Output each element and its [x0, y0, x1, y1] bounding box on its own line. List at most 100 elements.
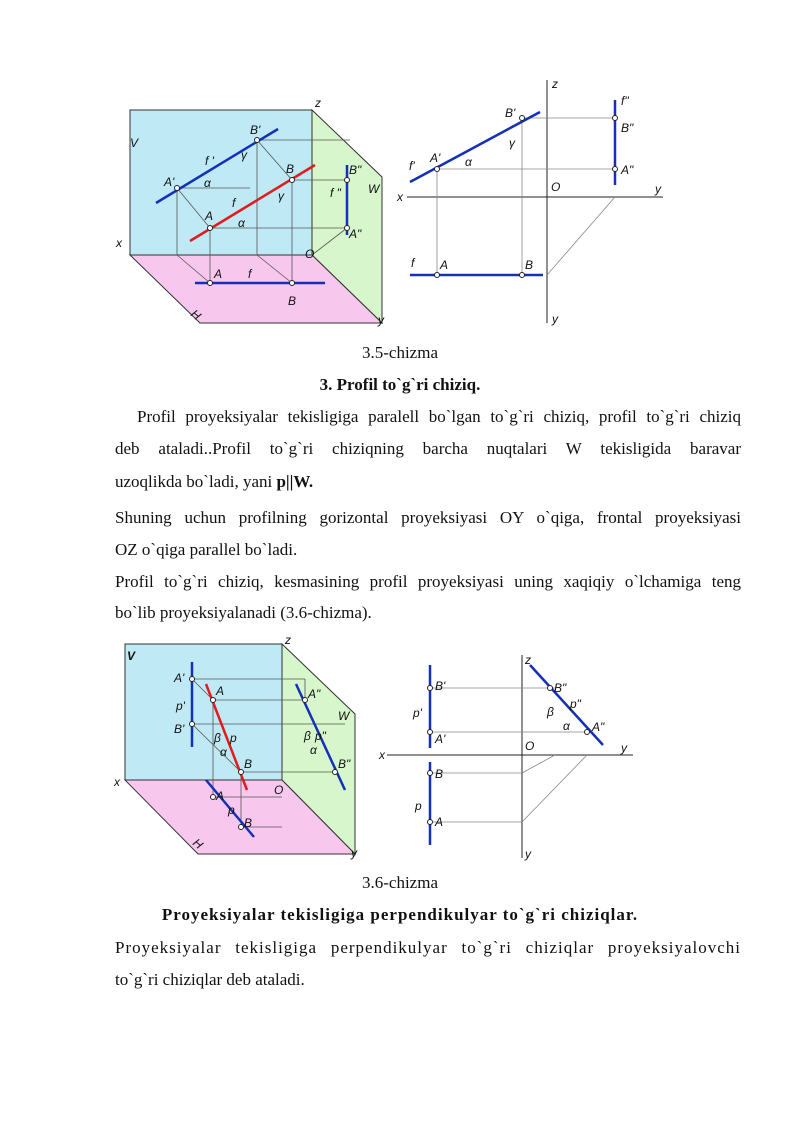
label: f'	[409, 159, 415, 173]
line-p-double	[529, 664, 604, 746]
label: A	[215, 684, 224, 698]
label: z	[314, 96, 321, 110]
label: A"	[348, 227, 362, 241]
line-p-horizontal	[205, 779, 255, 838]
label: f	[248, 267, 253, 281]
label: p	[229, 731, 237, 745]
label: W	[338, 709, 351, 723]
label: A	[204, 209, 213, 223]
label: B'	[250, 123, 261, 137]
label: B'	[505, 106, 516, 120]
label: p"	[569, 697, 582, 711]
label: β	[546, 705, 554, 719]
label: α	[310, 743, 318, 757]
paragraph-line: bo`lib proyeksiyalanadi (3.6-chizma).	[115, 603, 372, 622]
label: O	[305, 247, 314, 261]
label: W	[368, 182, 381, 196]
label: γ	[241, 148, 248, 162]
label: γ	[278, 189, 285, 203]
label: A'	[434, 732, 446, 746]
label: y	[377, 313, 385, 327]
label: α	[563, 719, 571, 733]
label: A	[439, 258, 448, 272]
label: y	[551, 312, 559, 326]
formula-p-parallel-w: p||W.	[276, 472, 314, 491]
label: V	[130, 136, 139, 150]
label: B"	[554, 681, 567, 695]
label: A'	[173, 671, 185, 685]
plane-h	[128, 254, 384, 324]
label: A'	[163, 175, 175, 189]
fig1-right-diagram: x z y y O A' B' B" A" A B f' f" f α γ	[396, 77, 663, 326]
paragraph-line: Proyeksiyalar tekisligiga perpendikulyar…	[115, 938, 741, 957]
label: O	[525, 739, 534, 753]
label: y	[524, 847, 532, 861]
label: p'	[175, 699, 186, 713]
plane-h	[123, 779, 357, 855]
section-heading: Proyeksiyalar tekisligiga perpendikulyar…	[161, 905, 639, 924]
label: γ	[509, 136, 516, 150]
label: β	[303, 729, 311, 743]
label: f"	[621, 94, 629, 108]
label: B	[525, 258, 533, 272]
label: β	[213, 731, 221, 745]
label: f	[232, 196, 237, 210]
label: B'	[435, 679, 446, 693]
paragraph-line: OZ o`qiga parallel bo`ladi.	[115, 540, 298, 559]
label: B"	[621, 121, 634, 135]
label: B	[244, 757, 252, 771]
text-span: uzoqlikda bo`ladi, yani	[115, 472, 277, 491]
label: B	[286, 162, 294, 176]
fig1-left-diagram: V W H x z y O A' B' A B B" A" A B f ' f …	[115, 96, 385, 327]
paragraph-line: to`g`ri chiziqlar deb ataladi.	[115, 970, 305, 989]
label: B"	[349, 163, 362, 177]
label: f "	[330, 186, 342, 200]
label: x	[396, 190, 404, 204]
label: y	[620, 741, 628, 755]
label: y	[654, 182, 662, 196]
label: A"	[591, 720, 605, 734]
label: z	[524, 653, 531, 667]
figure-caption: 3.6-chizma	[362, 873, 438, 892]
label: A	[215, 789, 224, 803]
label: B	[244, 816, 252, 830]
paragraph-line: deb ataladi..Profil to`g`ri chiziqning b…	[115, 439, 741, 458]
label: α	[220, 745, 228, 759]
label: A"	[307, 687, 321, 701]
label: p"	[314, 729, 327, 743]
label: z	[551, 77, 558, 91]
label: B'	[174, 722, 185, 736]
label: A	[213, 267, 222, 281]
paragraph-line: Profil to`g`ri chiziq, kesmasining profi…	[115, 572, 741, 591]
label: y	[350, 846, 358, 860]
label: α	[238, 216, 246, 230]
label: p'	[412, 706, 423, 720]
label: f	[411, 256, 416, 270]
label: p	[227, 803, 235, 817]
paragraph-line: uzoqlikda bo`ladi, yani p||W.	[115, 467, 741, 497]
label: A'	[429, 151, 441, 165]
label: B	[288, 294, 296, 308]
label: x	[378, 748, 386, 762]
label: z	[284, 633, 291, 647]
fig2-right-diagram: x z y y O B' A' B A B" A" p' p p" β α	[378, 653, 633, 861]
label: O	[274, 783, 283, 797]
section-heading: 3. Profil to`g`ri chiziq.	[319, 375, 481, 394]
label: α	[204, 176, 212, 190]
label: O	[551, 180, 560, 194]
label: f '	[205, 154, 215, 168]
label: B"	[338, 757, 351, 771]
label: B	[435, 767, 443, 781]
label: α	[465, 155, 473, 169]
label: A"	[620, 163, 634, 177]
label: A	[434, 815, 443, 829]
line-f-prime	[409, 110, 541, 184]
label: x	[113, 775, 121, 789]
figure-caption: 3.5-chizma	[362, 343, 438, 362]
plane-v	[124, 643, 283, 781]
label: x	[115, 236, 123, 250]
label: p	[414, 799, 422, 813]
paragraph-line: Profil proyeksiyalar tekisligiga paralel…	[137, 407, 741, 426]
paragraph-line: Shuning uchun profilning gorizontal proy…	[115, 508, 741, 527]
label: V	[127, 649, 136, 663]
